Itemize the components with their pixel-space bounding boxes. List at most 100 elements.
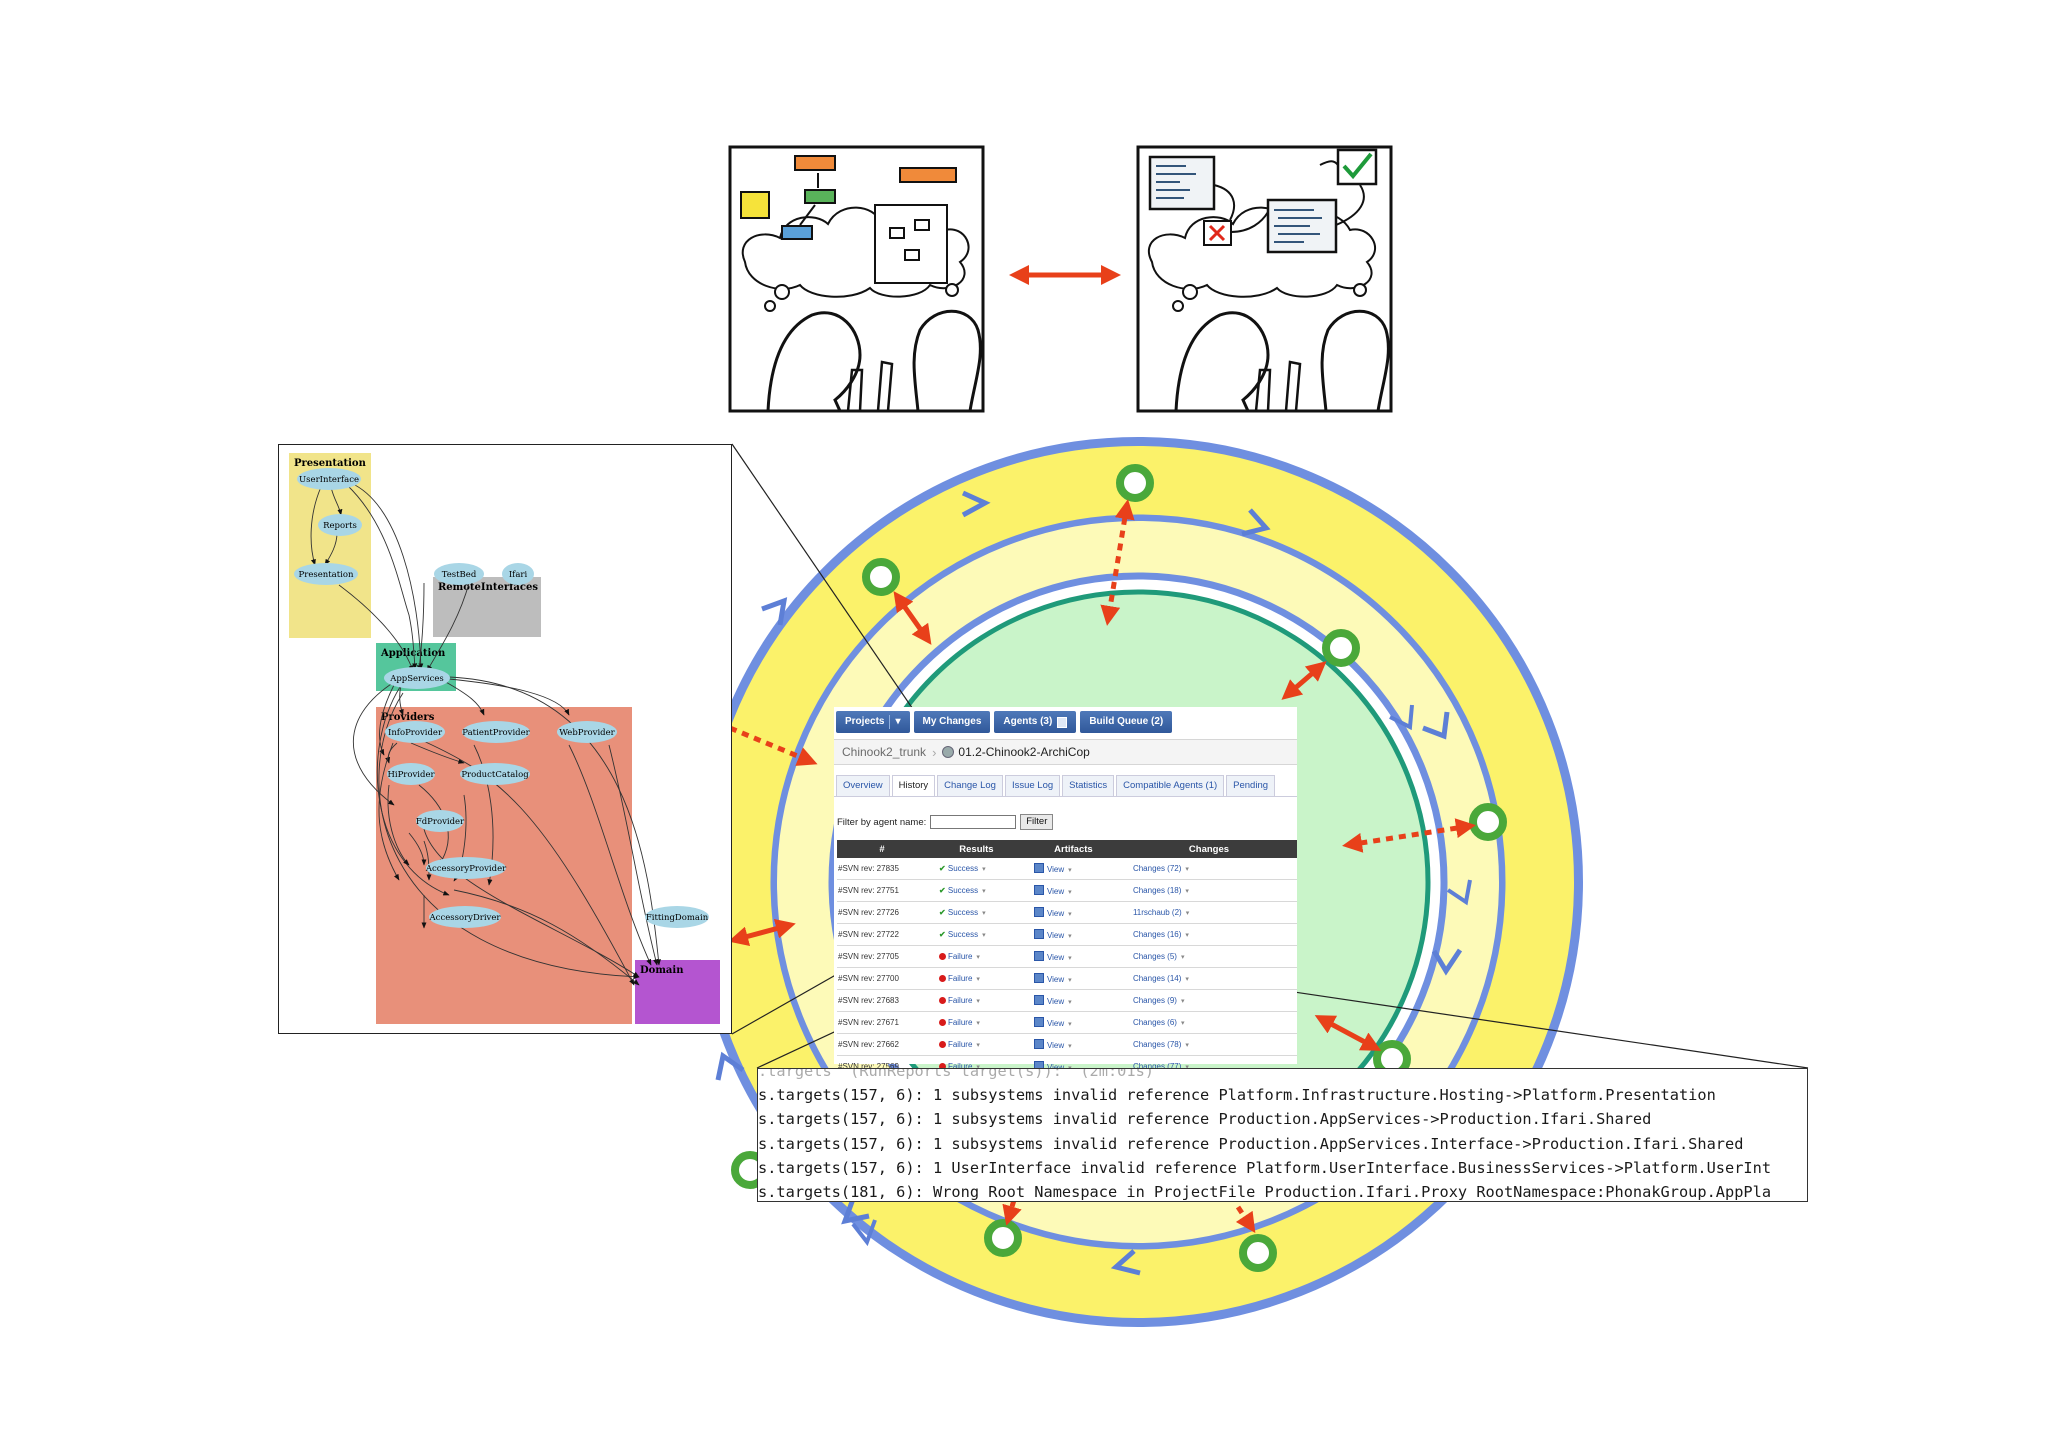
node-presentation[interactable]: Presentation <box>294 563 358 585</box>
chevron-down-icon[interactable]: ▾ <box>976 976 980 983</box>
chevron-down-icon[interactable]: ▾ <box>1180 1020 1185 1027</box>
column-header-results[interactable]: Results <box>926 840 1026 858</box>
node-reports[interactable]: Reports <box>318 514 362 536</box>
chevron-down-icon[interactable]: ▾ <box>982 932 986 939</box>
column-header-artifacts[interactable]: Artifacts <box>1025 840 1121 858</box>
chevron-down-icon[interactable]: ▾ <box>982 910 986 917</box>
filter-button[interactable]: Filter <box>1020 814 1054 830</box>
node-ifari[interactable]: Ifari <box>502 563 534 585</box>
changes-link[interactable]: Changes (6)▾ <box>1120 1011 1297 1034</box>
changes-link[interactable]: Changes (14)▾ <box>1120 967 1297 990</box>
chevron-down-icon[interactable]: ▾ <box>982 888 986 895</box>
nav-agents-button[interactable]: Agents (3) <box>994 711 1077 733</box>
table-row[interactable]: #SVN rev: 27726✔ Success▾View▾11rschaub … <box>837 901 1297 924</box>
node-userinterface[interactable]: UserInterface <box>297 468 361 490</box>
tab-overview[interactable]: Overview <box>836 775 890 797</box>
changes-link[interactable]: Changes (5)▾ <box>1120 945 1297 968</box>
build-result[interactable]: Failure▾ <box>926 967 1026 990</box>
node-webprovider[interactable]: WebProvider <box>557 721 617 743</box>
node-testbed[interactable]: TestBed <box>434 563 484 585</box>
build-revision[interactable]: #SVN rev: 27726 <box>837 901 927 924</box>
chevron-down-icon[interactable]: ▾ <box>976 998 980 1005</box>
node-fittingdomain[interactable]: FittingDomain <box>645 906 709 928</box>
build-result[interactable]: ✔ Success▾ <box>926 879 1026 902</box>
tab-issue-log[interactable]: Issue Log <box>1004 775 1061 797</box>
chevron-down-icon[interactable]: ▾ <box>1185 932 1189 939</box>
changes-link[interactable]: Changes (72)▾ <box>1120 858 1297 880</box>
nav-build-queue-button[interactable]: Build Queue (2) <box>1080 711 1173 733</box>
table-row[interactable]: #SVN rev: 27835✔ Success▾View▾Changes (7… <box>837 858 1297 880</box>
build-result[interactable]: Failure▾ <box>926 945 1026 968</box>
chevron-down-icon[interactable]: ▾ <box>1185 1064 1189 1071</box>
changes-link[interactable]: 11rschaub (2)▾ <box>1120 901 1297 924</box>
chevron-down-icon[interactable]: ▾ <box>1185 888 1189 895</box>
changes-link[interactable]: Changes (78)▾ <box>1120 1033 1297 1056</box>
node-productcatalog[interactable]: ProductCatalog <box>460 763 530 785</box>
nav-projects-button[interactable]: Projects ▾ <box>836 711 910 733</box>
table-row[interactable]: #SVN rev: 27751✔ Success▾View▾Changes (1… <box>837 879 1297 902</box>
chevron-down-icon[interactable]: ▾ <box>1185 976 1189 983</box>
tab-pending[interactable]: Pending <box>1226 775 1276 797</box>
build-result[interactable]: ✔ Success▾ <box>926 858 1026 880</box>
chevron-down-icon[interactable]: ▾ <box>1068 955 1072 962</box>
changes-link[interactable]: Changes (9)▾ <box>1120 989 1297 1012</box>
build-revision[interactable]: #SVN rev: 27705 <box>837 945 927 968</box>
chevron-down-icon[interactable]: ▾ <box>1185 1042 1189 1049</box>
node-hiprovider[interactable]: HiProvider <box>387 763 435 785</box>
chevron-down-icon[interactable]: ▾ <box>1180 954 1185 961</box>
chevron-down-icon[interactable]: ▾ <box>976 1042 980 1049</box>
node-accessoryprovider[interactable]: AccessoryProvider <box>425 857 507 879</box>
tab-change-log[interactable]: Change Log <box>937 775 1003 797</box>
node-fdprovider[interactable]: FdProvider <box>416 810 465 832</box>
tab-statistics[interactable]: Statistics <box>1062 775 1115 797</box>
build-revision[interactable]: #SVN rev: 27683 <box>837 989 927 1012</box>
build-revision[interactable]: #SVN rev: 27662 <box>837 1033 927 1056</box>
build-revision[interactable]: #SVN rev: 27671 <box>837 1011 927 1034</box>
node-patientprovider[interactable]: PatientProvider <box>462 721 531 743</box>
node-appservices[interactable]: AppServices <box>384 667 450 689</box>
column-header-number[interactable]: # <box>837 840 927 858</box>
tab-compatible-agents[interactable]: Compatible Agents (1) <box>1116 775 1225 797</box>
table-row[interactable]: #SVN rev: 27722✔ Success▾View▾Changes (1… <box>837 923 1297 946</box>
changes-link[interactable]: Changes (18)▾ <box>1120 879 1297 902</box>
chevron-down-icon[interactable]: ▾ <box>976 1064 980 1071</box>
node-accessorydriver[interactable]: AccessoryDriver <box>429 906 502 928</box>
build-revision[interactable]: #SVN rev: 27722 <box>837 923 927 946</box>
column-header-changes[interactable]: Changes <box>1120 840 1297 858</box>
chevron-down-icon[interactable]: ▾ <box>1068 933 1072 940</box>
chevron-down-icon[interactable]: ▾ <box>1185 910 1190 917</box>
agent-filter-input[interactable] <box>930 815 1017 829</box>
artifacts-link[interactable]: View▾ <box>1025 989 1121 1012</box>
build-result[interactable]: Failure▾ <box>926 1011 1026 1034</box>
chevron-down-icon[interactable]: ▾ <box>976 1020 980 1027</box>
chevron-down-icon[interactable]: ▾ <box>1068 889 1072 896</box>
artifacts-link[interactable]: View▾ <box>1025 967 1121 990</box>
build-result[interactable]: ✔ Success▾ <box>926 923 1026 946</box>
artifacts-link[interactable]: View▾ <box>1025 945 1121 968</box>
chevron-down-icon[interactable]: ▾ <box>895 716 901 727</box>
chevron-down-icon[interactable]: ▾ <box>976 954 980 961</box>
build-revision[interactable]: #SVN rev: 27700 <box>837 967 927 990</box>
chevron-down-icon[interactable]: ▾ <box>1068 977 1072 984</box>
node-infoprovider[interactable]: InfoProvider <box>385 721 445 743</box>
build-revision[interactable]: #SVN rev: 27751 <box>837 879 927 902</box>
artifacts-link[interactable]: View▾ <box>1025 1011 1121 1034</box>
tab-history[interactable]: History <box>891 775 936 797</box>
build-result[interactable]: ✔ Success▾ <box>926 901 1026 924</box>
artifacts-link[interactable]: View▾ <box>1025 923 1121 946</box>
chevron-down-icon[interactable]: ▾ <box>1180 998 1185 1005</box>
chevron-down-icon[interactable]: ▾ <box>1068 1021 1072 1028</box>
artifacts-link[interactable]: View▾ <box>1025 879 1121 902</box>
build-revision[interactable]: #SVN rev: 27835 <box>837 858 927 880</box>
breadcrumb-project-link[interactable]: Chinook2_trunk <box>842 745 927 759</box>
chevron-down-icon[interactable]: ▾ <box>1068 1043 1072 1050</box>
artifacts-link[interactable]: View▾ <box>1025 858 1121 880</box>
build-result[interactable]: Failure▾ <box>926 1033 1026 1056</box>
chevron-down-icon[interactable]: ▾ <box>1068 911 1072 918</box>
nav-my-changes-button[interactable]: My Changes <box>913 711 991 733</box>
chevron-down-icon[interactable]: ▾ <box>1068 867 1072 874</box>
